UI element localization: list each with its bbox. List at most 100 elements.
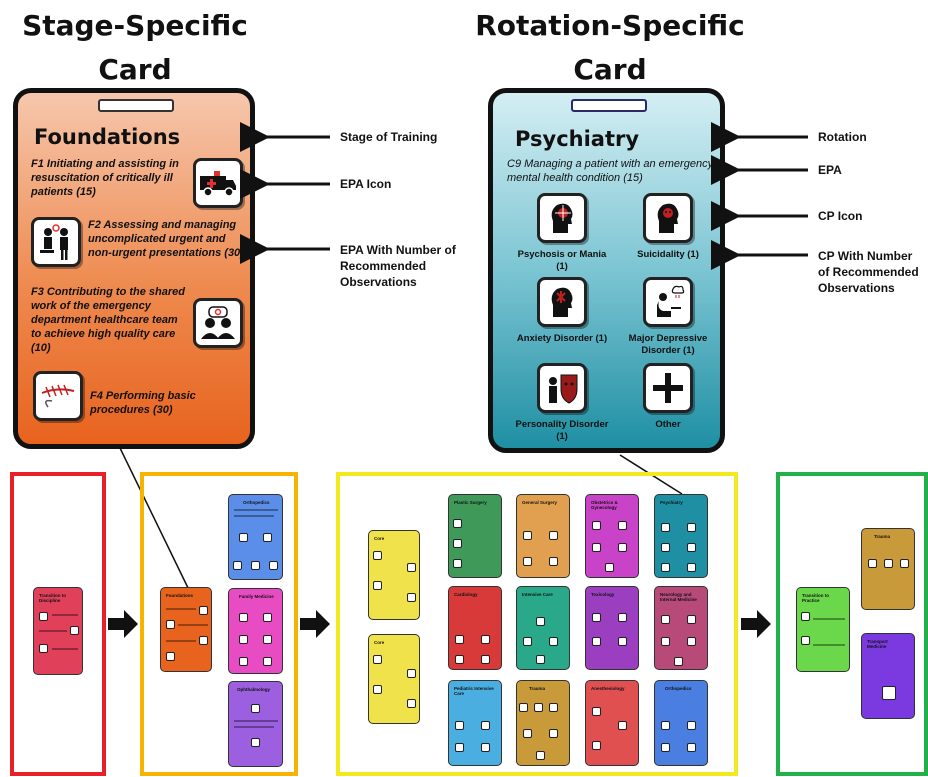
mini-card-title: Trauma <box>874 534 891 539</box>
mini-card: Intensive Care <box>516 586 570 670</box>
mini-icon <box>481 635 490 644</box>
label-cp-icon: CP Icon <box>818 209 863 223</box>
ambulance-icon <box>193 158 243 208</box>
mini-icon <box>453 559 462 568</box>
mini-card: Ophthalmology <box>228 681 283 767</box>
mini-card-title: Transport Medicine <box>867 639 888 649</box>
mini-icon <box>251 738 260 747</box>
mini-icon <box>534 703 543 712</box>
mini-icon <box>481 721 490 730</box>
mini-icon <box>481 655 490 664</box>
epa-f4-text: F4 Performing basic procedures (30) <box>90 390 196 416</box>
epa-f3-text: F3 Contributing to the shared work of th… <box>31 286 185 354</box>
mini-icon <box>373 551 382 560</box>
mini-card-title: Orthopedics <box>243 500 270 505</box>
mini-icon <box>239 533 248 542</box>
mini-icon <box>801 636 810 645</box>
mini-card-title: Transition to Practice <box>802 593 829 603</box>
stage-frame-core <box>336 472 738 776</box>
mini-card: Core <box>368 634 420 724</box>
team-icon <box>193 298 243 348</box>
mini-icon <box>269 561 278 570</box>
mini-icon <box>239 657 248 666</box>
mini-card-title: Orthopedics <box>665 686 692 691</box>
mini-card: Obstetrics & Gynecology <box>585 494 639 578</box>
mini-card-title: Toxicology <box>591 592 615 597</box>
stage-frame-transition-to-practice <box>776 472 928 776</box>
suicidality-icon <box>643 193 693 243</box>
cp-label-other: Other <box>655 419 681 430</box>
stage-heading-line-1: Stage-Specific <box>22 9 248 42</box>
mini-card-title: Ophthalmology <box>237 687 270 692</box>
mini-icon <box>39 644 48 653</box>
rotation-heading-line-2: Card <box>573 53 647 86</box>
mini-icon <box>661 721 670 730</box>
mini-icon <box>900 559 909 568</box>
mini-icon <box>592 707 601 716</box>
progression-arrow-2 <box>300 610 330 638</box>
mini-icon <box>407 699 416 708</box>
mini-card-title: Intensive Care <box>522 592 553 597</box>
mini-card-title: Foundations <box>166 593 193 598</box>
progression-arrow-1 <box>108 610 138 638</box>
mini-icon <box>373 581 382 590</box>
mini-icon <box>592 543 601 552</box>
mini-card: Trauma <box>516 680 570 766</box>
mini-icon <box>373 655 382 664</box>
mini-icon <box>453 539 462 548</box>
mini-icon <box>536 751 545 760</box>
mini-icon <box>523 729 532 738</box>
mini-icon <box>801 612 810 621</box>
mini-icon <box>687 523 696 532</box>
mini-icon <box>661 563 670 572</box>
mini-card: Orthopedics <box>228 494 283 580</box>
mini-card-title: Pediatric Intensive Care <box>454 686 494 696</box>
mini-icon <box>263 613 272 622</box>
mini-icon <box>455 635 464 644</box>
mini-icon <box>455 721 464 730</box>
mini-card: Trauma <box>861 528 915 610</box>
mini-icon <box>605 563 614 572</box>
mini-card: Cardiology <box>448 586 502 670</box>
rotation-card-heading: Rotation-Specific Card <box>470 4 750 92</box>
mini-icon <box>549 531 558 540</box>
mini-card-title: Plastic Surgery <box>454 500 487 505</box>
mini-icon <box>549 703 558 712</box>
mini-icon <box>674 657 683 666</box>
mini-icon <box>884 559 893 568</box>
mini-icon <box>687 615 696 624</box>
epa-f2-text: F2 Assessing and managing uncomplicated … <box>88 219 244 259</box>
mini-icon <box>39 612 48 621</box>
mini-icon <box>239 613 248 622</box>
mini-card-title: Core <box>374 640 385 645</box>
mini-icon <box>251 704 260 713</box>
mini-icon <box>233 561 242 570</box>
mini-icon <box>618 543 627 552</box>
stage-connector-line <box>119 447 191 593</box>
mini-card-title: Trauma <box>529 686 546 691</box>
suture-icon <box>33 371 83 421</box>
label-epa-observations: EPA With Number of Recommended Observati… <box>340 243 456 289</box>
mini-icon <box>536 655 545 664</box>
mini-icon <box>263 533 272 542</box>
mini-icon <box>199 606 208 615</box>
mini-icon <box>523 557 532 566</box>
mini-icon <box>687 721 696 730</box>
mini-icon <box>882 686 896 700</box>
mini-icon <box>453 519 462 528</box>
mini-icon <box>661 543 670 552</box>
mini-card-title: General Surgery <box>522 500 558 505</box>
mini-card: Transport Medicine <box>861 633 915 719</box>
mini-card: Orthopedics <box>654 680 708 766</box>
mini-icon <box>549 637 558 646</box>
mini-icon <box>455 655 464 664</box>
rotation-epa-text: C9 Managing a patient with an emergency … <box>507 158 714 184</box>
mini-icon <box>199 636 208 645</box>
mini-card: Foundations <box>160 587 212 672</box>
stage-heading-line-2: Card <box>98 53 172 86</box>
mini-icon <box>373 685 382 694</box>
mini-card-title: Core <box>374 536 385 541</box>
label-stage-of-training: Stage of Training <box>340 130 438 144</box>
mini-icon <box>618 521 627 530</box>
